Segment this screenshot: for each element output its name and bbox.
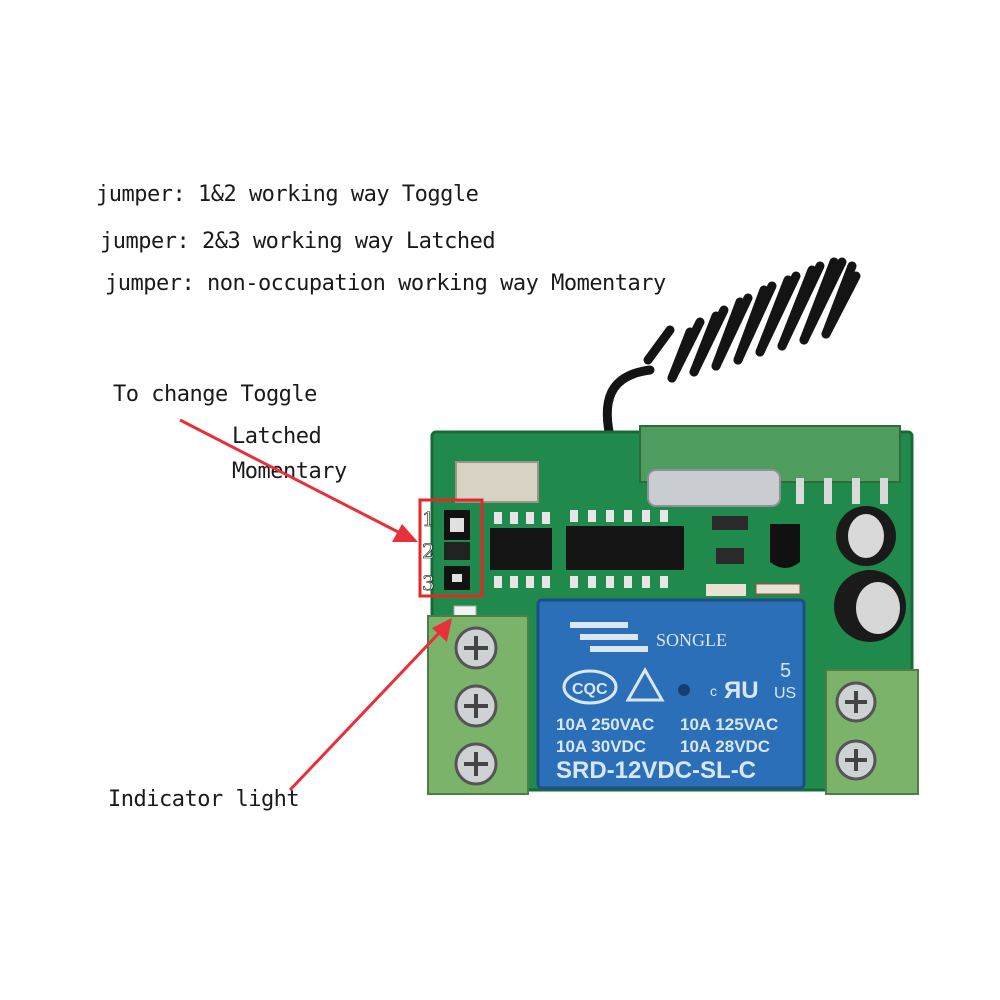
songle-logo: [570, 622, 648, 652]
crystal-oscillator: [647, 469, 781, 507]
relay-rating-ac: 10A 250VAC: [556, 715, 654, 734]
callout-indicator-light: Indicator light: [108, 787, 300, 812]
ic-chip-left: [490, 528, 552, 570]
svg-text:CQC: CQC: [572, 681, 608, 698]
callout-option-latched: Latched: [232, 424, 322, 449]
ic-chip-right: [566, 526, 684, 570]
note-momentary: jumper: non-occupation working way Momen…: [105, 271, 666, 296]
ic-pads: [494, 510, 668, 588]
arrow-to-indicator: [288, 618, 452, 792]
push-button: [455, 461, 539, 503]
cqc-mark: [562, 669, 618, 705]
note-toggle: jumper: 1&2 working way Toggle: [96, 182, 479, 207]
warning-triangle-icon: [625, 666, 665, 702]
callout-option-momentary: Momentary: [232, 459, 347, 484]
svg-text:3: 3: [422, 571, 435, 595]
svg-text:2: 2: [422, 539, 435, 563]
antenna-coil: [602, 257, 861, 450]
jumper-pin-labels: 1 2 3: [422, 507, 435, 596]
jumper-highlight-box: [418, 498, 484, 598]
note-latched: jumper: 2&3 working way Latched: [100, 229, 496, 254]
relay-brand: SONGLE: [656, 630, 727, 650]
terminal-block-right: [825, 669, 919, 795]
svg-text:US: US: [774, 685, 796, 702]
jumper-header: [444, 510, 470, 590]
rf-module-pins: [796, 478, 888, 504]
svg-text:10A 28VDC: 10A 28VDC: [680, 737, 770, 756]
smd-component: [712, 516, 748, 530]
svg-text:c: c: [710, 683, 717, 699]
svg-text:10A 125VAC: 10A 125VAC: [680, 715, 778, 734]
transistor: [770, 524, 800, 568]
svg-text:1: 1: [422, 507, 435, 531]
arrow-to-jumper: [179, 418, 418, 542]
relay-rating-dc: 10A 30VDC: [556, 737, 646, 756]
svg-text:5: 5: [780, 660, 791, 682]
callout-change-title: To change Toggle: [113, 382, 317, 407]
ul-mark: ЯU: [724, 677, 759, 704]
terminal-block-left: [427, 615, 529, 795]
relay-model: SRD-12VDC-SL-C: [556, 757, 756, 784]
